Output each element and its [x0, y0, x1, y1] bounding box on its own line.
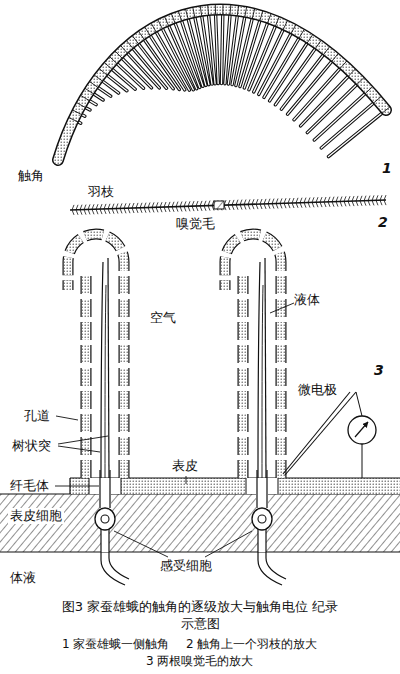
part-label: 体液 [10, 570, 36, 586]
part-label: 纤毛体 [10, 478, 49, 494]
figure-caption: 图3 家蚕雄蛾的触角的逐级放大与触角电位 纪录示意图 [57, 598, 343, 632]
part-label: 微电极 [298, 382, 337, 398]
callout-number: 3 [374, 362, 384, 378]
caption-note: 3 两根嗅觉毛的放大 [146, 653, 253, 669]
caption-note: 1 家蚕雄蛾一侧触角 [62, 636, 169, 652]
part-label: 表皮 [172, 458, 198, 474]
part-label: 嗅觉毛 [176, 216, 215, 232]
caption-note: 2 触角上一个羽枝的放大 [186, 636, 317, 652]
part-label: 表皮细胞 [8, 508, 64, 524]
callout-number: 2 [378, 214, 388, 230]
part-label: 触角 [18, 168, 44, 184]
part-label: 孔道 [24, 408, 50, 424]
part-label: 羽枝 [88, 184, 114, 200]
part-label: 树状突 [12, 438, 51, 454]
part-label: 感受细胞 [160, 558, 212, 574]
callout-number: 1 [382, 160, 392, 176]
part-label: 空气 [150, 310, 176, 326]
part-label: 液体 [294, 292, 320, 308]
